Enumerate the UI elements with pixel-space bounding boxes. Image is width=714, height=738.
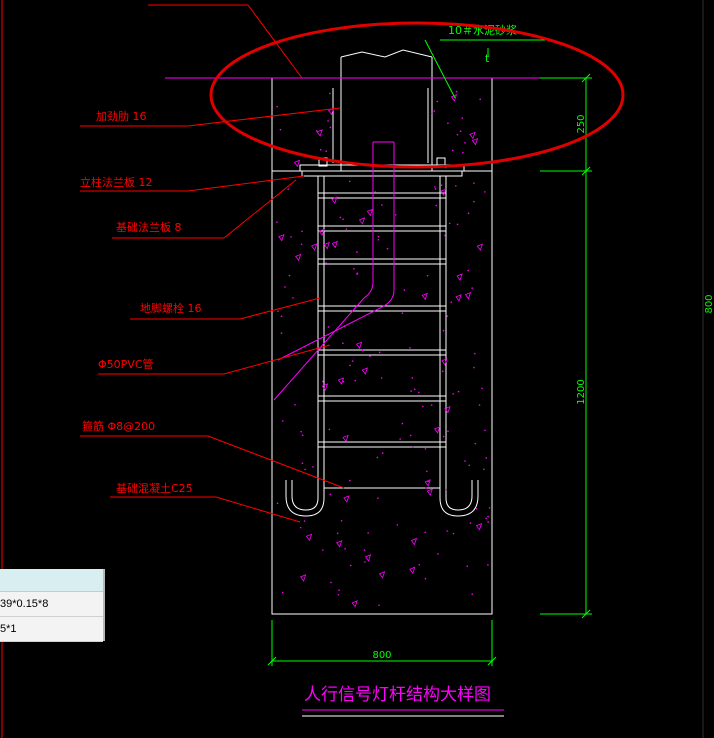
table-row[interactable]: 5*1 — [0, 617, 103, 642]
annotation-leaders — [80, 107, 345, 523]
concrete-label: 基础混凝土C25 — [116, 481, 193, 495]
column-flange-label: 立柱法兰板 12 — [80, 175, 153, 189]
table-header — [0, 569, 103, 592]
stiffener-label: 加劲肋 16 — [96, 109, 147, 123]
dim-total-height: 800 — [704, 294, 714, 313]
dim-width: 800 — [372, 650, 391, 661]
dim-lower-height: 1200 — [576, 379, 587, 404]
bottom-dimension-lines — [267, 620, 497, 666]
base-flange-plate — [301, 170, 463, 177]
pvc-pipe-label: Φ50PVC管 — [98, 357, 154, 371]
mortar-label: 10＃水泥砂浆 — [448, 23, 517, 37]
table-cell: 39*0.15*8 — [0, 598, 49, 610]
pole-stub — [332, 49, 433, 171]
mortar-leader — [424, 39, 456, 99]
stirrup-label: 箍筋 Φ8@200 — [82, 419, 155, 433]
foundation-block-outline — [271, 170, 493, 615]
table-row[interactable]: 39*0.15*8 — [0, 592, 103, 617]
table-cell: 5*1 — [0, 623, 17, 635]
dim-upper-height: 250 — [576, 114, 587, 133]
anchor-bolt-label: 地脚螺栓 16 — [140, 301, 202, 315]
base-flange-label: 基础法兰板 8 — [116, 220, 182, 234]
concrete-aggregate-pattern — [276, 90, 491, 608]
property-table-panel: 39*0.15*8 5*1 — [0, 569, 105, 642]
small-t-label: t — [485, 52, 490, 65]
rebar-cage — [285, 176, 479, 517]
drawing-title: 人行信号灯杆结构大样图 — [304, 685, 491, 705]
pvc-pipe — [273, 141, 395, 401]
right-dimension-lines — [540, 73, 592, 619]
highlight-ellipse — [209, 21, 625, 169]
upper-block-outline — [271, 77, 493, 172]
